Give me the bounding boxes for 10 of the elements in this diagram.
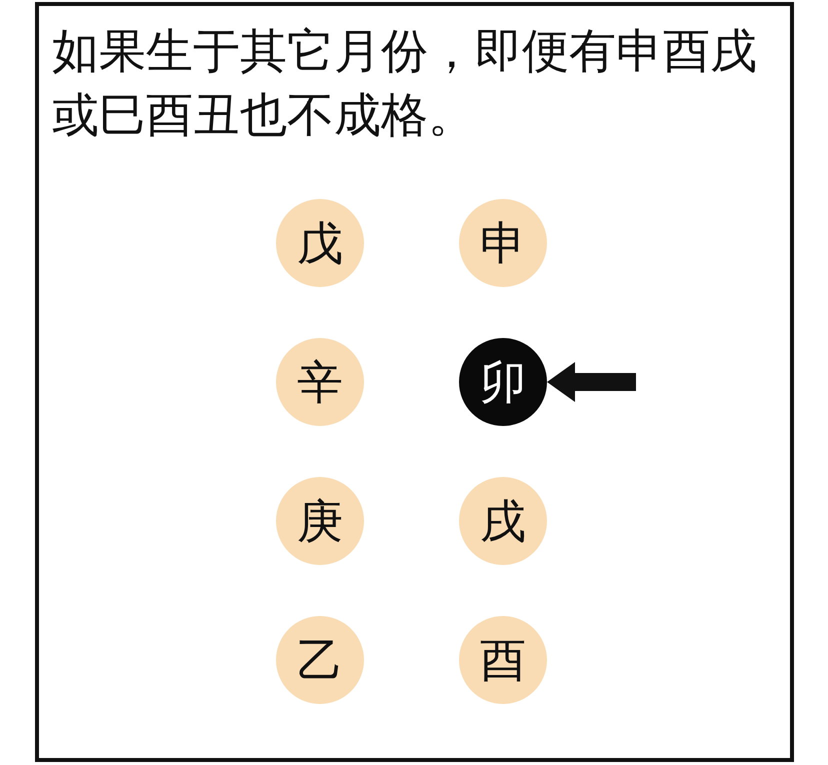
- arrow: [547, 362, 636, 402]
- character-circle: 辛: [276, 338, 364, 426]
- character-circle: 乙: [276, 616, 364, 704]
- character-circle: 酉: [459, 616, 547, 704]
- character-circle: 戌: [459, 477, 547, 565]
- character-circle: 庚: [276, 477, 364, 565]
- title: 如果生于其它月份，即便有申酉戌或巳酉丑也不成格。: [52, 23, 758, 145]
- character-circle: 戊: [276, 199, 364, 287]
- character-circle: 卯: [459, 338, 547, 426]
- character-circle: 申: [459, 199, 547, 287]
